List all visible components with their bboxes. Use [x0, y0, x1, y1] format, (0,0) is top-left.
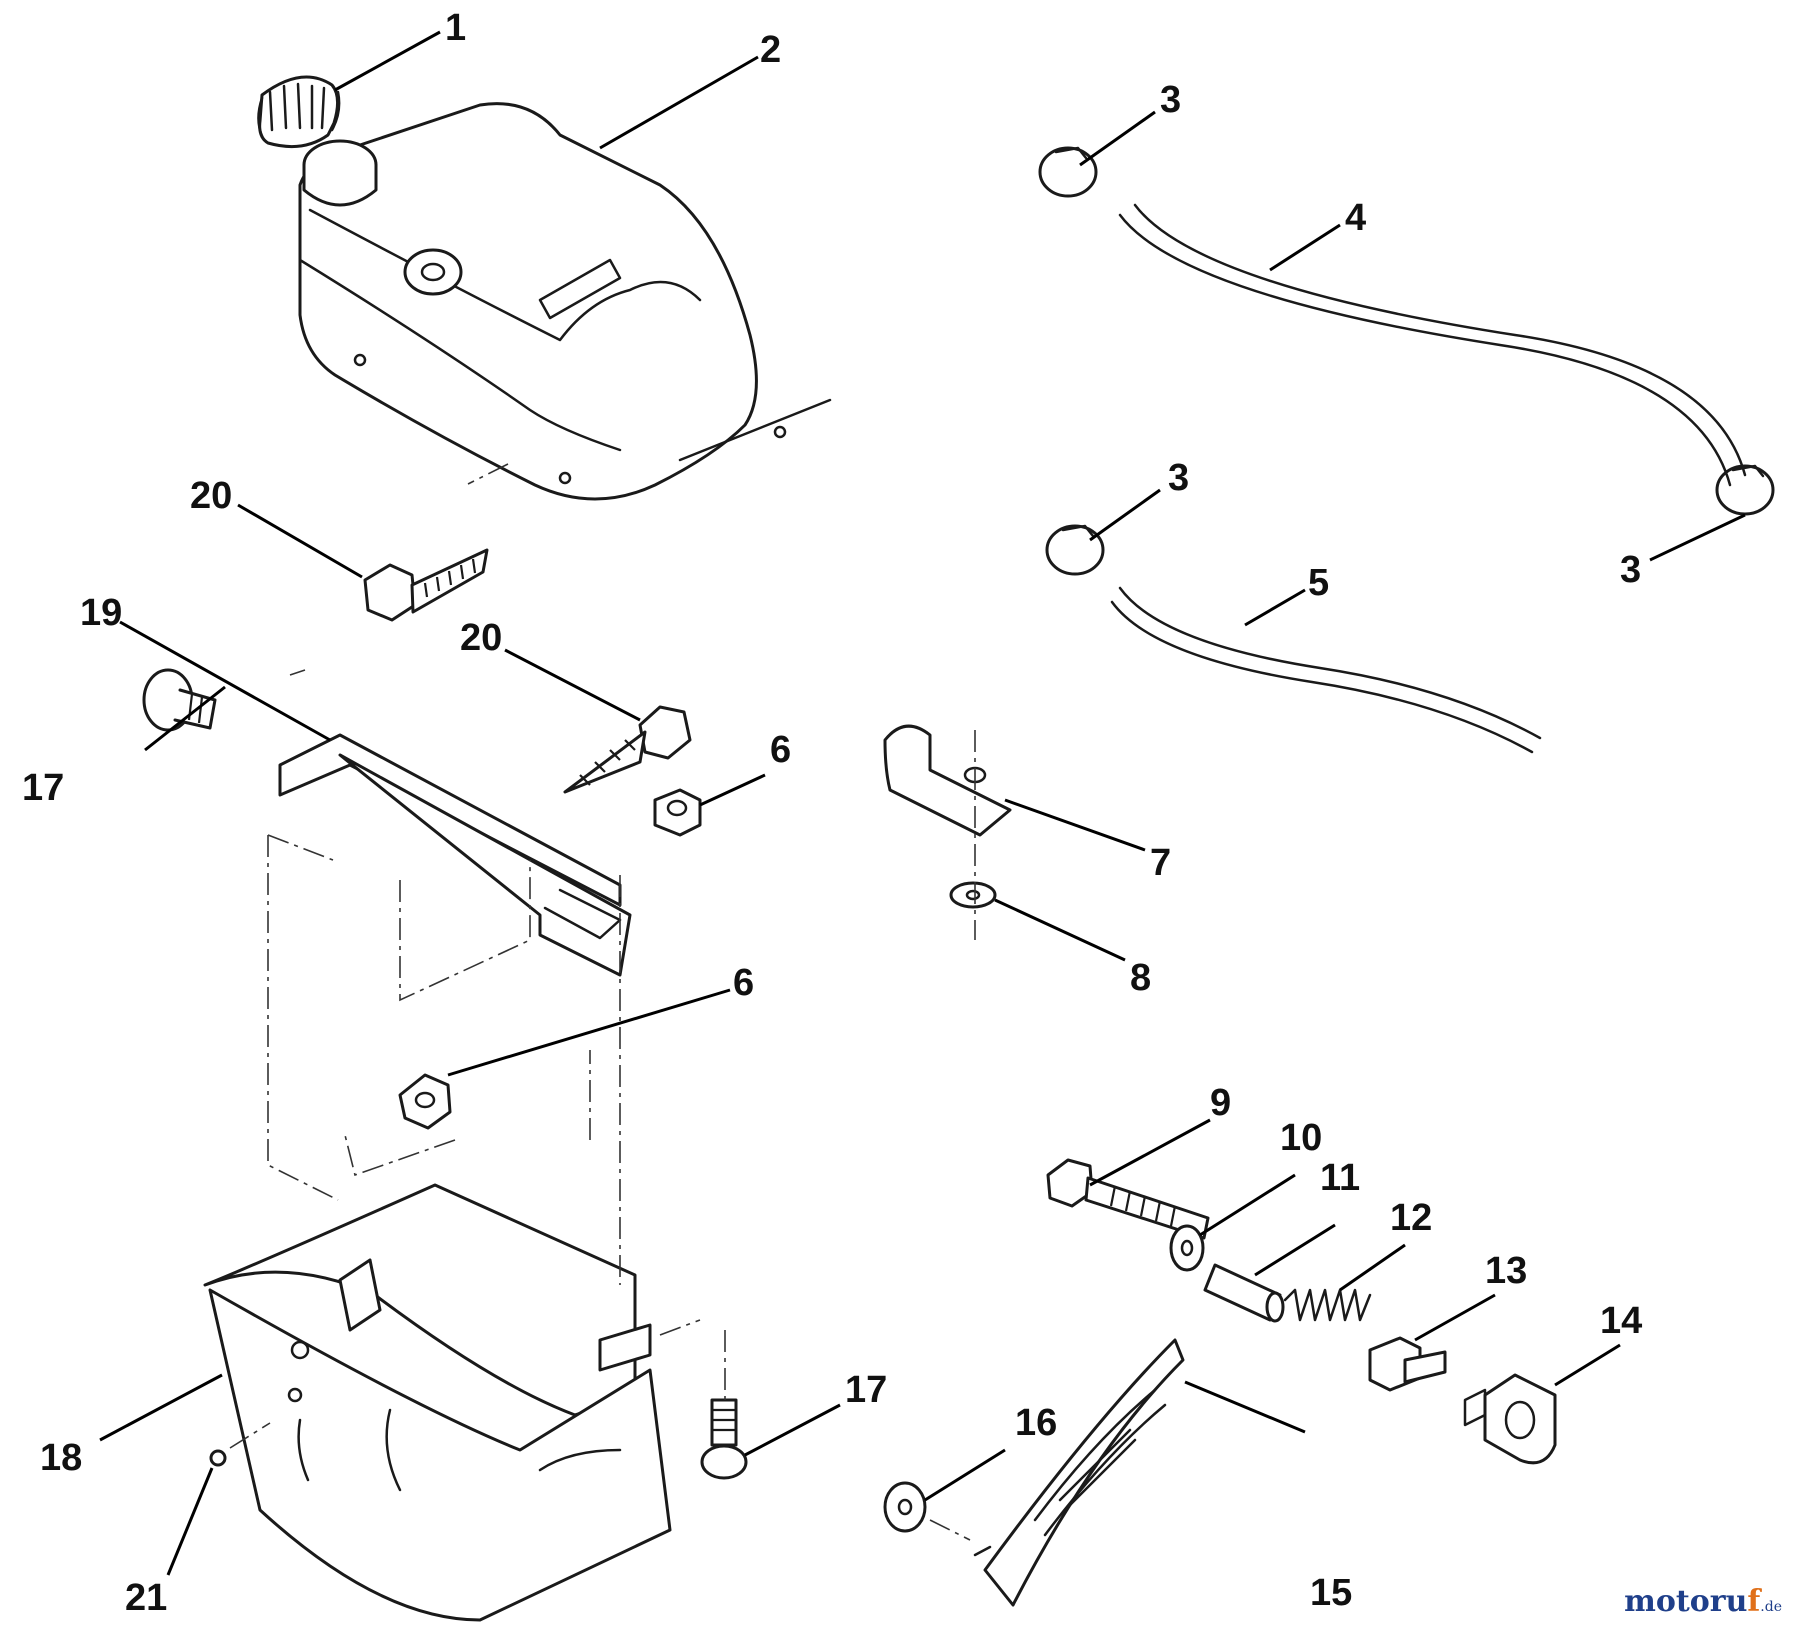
watermark-main-text: motoru [1624, 1584, 1748, 1619]
lever-knob [1368, 1336, 1447, 1392]
hex-nut-upper [653, 788, 702, 837]
callout-20-middle: 20 [460, 617, 502, 659]
callout-13: 13 [1485, 1250, 1527, 1292]
leader-lines [99, 30, 1746, 1576]
callout-17-lower: 17 [845, 1369, 887, 1411]
flat-washer [949, 881, 997, 909]
pivot-bracket [1463, 1373, 1557, 1465]
hose-clamp-upper [1038, 146, 1098, 198]
bolt-middle [563, 705, 692, 794]
hex-nut-lower [398, 1073, 452, 1130]
hex-bolt-long [1046, 1158, 1210, 1240]
support-bracket [278, 733, 632, 977]
callout-labels: 1 2 3 4 3 3 5 6 6 7 8 9 10 11 12 13 14 1… [22, 7, 1642, 1619]
watermark-accent-text: f [1747, 1584, 1761, 1619]
knob-nut [883, 1481, 927, 1533]
watermark-tld-text: .de [1760, 1599, 1782, 1615]
callout-2: 2 [760, 29, 781, 71]
callout-6-upper: 6 [770, 729, 791, 771]
hose-clamp-middle [1045, 524, 1105, 576]
callout-6-lower: 6 [733, 962, 754, 1004]
assembly-centerlines [229, 463, 976, 1541]
callout-4: 4 [1345, 197, 1366, 239]
callout-1: 1 [445, 7, 466, 49]
quadrant-plate [973, 1338, 1185, 1607]
hose-clip [883, 724, 1012, 837]
spacer-tube [1203, 1263, 1285, 1323]
fuel-hose-short [1110, 586, 1542, 754]
fuel-hose-long [1118, 203, 1747, 487]
fuel-cap [257, 75, 341, 149]
callout-7: 7 [1150, 842, 1171, 884]
callout-17-upper: 17 [22, 767, 64, 809]
callout-16: 16 [1015, 1402, 1057, 1444]
callout-18: 18 [40, 1437, 82, 1479]
mounting-bracket [203, 1183, 672, 1622]
callout-12: 12 [1390, 1197, 1432, 1239]
callout-20-upper: 20 [190, 475, 232, 517]
fuel-tank [298, 102, 832, 501]
callout-3-right: 3 [1620, 549, 1641, 591]
callout-15: 15 [1310, 1572, 1352, 1614]
callout-10: 10 [1280, 1117, 1322, 1159]
callout-8: 8 [1130, 957, 1151, 999]
compression-spring [1283, 1288, 1372, 1322]
callout-11: 11 [1320, 1157, 1360, 1199]
hose-clamp-right [1715, 464, 1775, 516]
callout-14: 14 [1600, 1300, 1642, 1342]
callout-21: 21 [125, 1577, 167, 1619]
callout-3-middle: 3 [1168, 457, 1189, 499]
callout-9: 9 [1210, 1082, 1231, 1124]
callout-5: 5 [1308, 562, 1329, 604]
spacer-washer [1169, 1224, 1205, 1272]
shoulder-bolt-lower [700, 1398, 748, 1480]
screw-upper [363, 548, 489, 622]
watermark-logo: motoruf.de [1624, 1584, 1782, 1619]
callout-19: 19 [80, 592, 122, 634]
callout-3-upper: 3 [1160, 79, 1181, 121]
small-screw [209, 1449, 227, 1467]
